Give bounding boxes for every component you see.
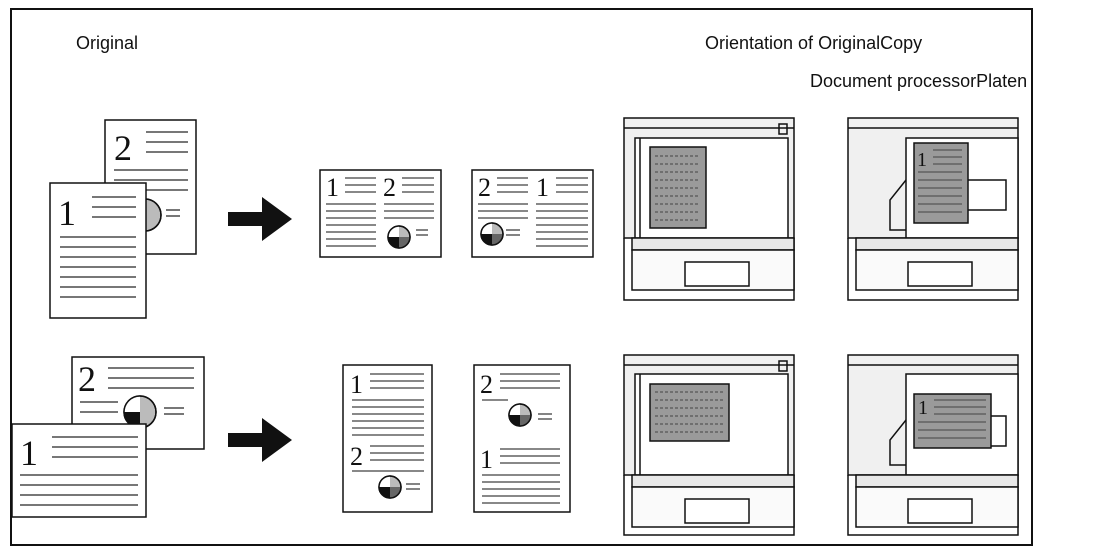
original-in-feeder xyxy=(913,142,969,224)
arrow-right-icon xyxy=(228,418,292,462)
copy-landscape-2-1: 2 1 xyxy=(471,169,594,258)
original-page-1-landscape: 1 xyxy=(11,423,147,518)
page-number-1: 1 xyxy=(58,193,76,233)
svg-text:1: 1 xyxy=(350,370,363,399)
copy-portrait-1-over-2: 1 2 xyxy=(342,364,433,513)
scanner-platen-top: 1 xyxy=(847,117,1019,301)
svg-text:1: 1 xyxy=(918,397,928,419)
original-in-feeder xyxy=(913,393,992,449)
document-processor-platen-label: Document processorPlaten xyxy=(810,71,1028,91)
orientation-label: Orientation of OriginalCopy xyxy=(705,33,923,53)
diagram-frame xyxy=(10,8,1033,546)
svg-text:2: 2 xyxy=(480,370,493,399)
copy-landscape-1-2: 1 2 xyxy=(319,169,442,258)
scanner-platen-bottom: 1 xyxy=(847,354,1019,536)
page-number-2: 2 xyxy=(114,128,132,168)
copy-portrait-2-over-1: 2 1 xyxy=(473,364,571,513)
svg-text:2: 2 xyxy=(478,173,491,202)
svg-text:1: 1 xyxy=(480,445,493,474)
scanner-document-processor-top xyxy=(623,117,795,301)
svg-text:2: 2 xyxy=(78,359,96,399)
svg-text:2: 2 xyxy=(383,173,396,202)
original-label: Original xyxy=(76,33,139,53)
original-page-2-portrait: 2 xyxy=(104,119,197,255)
svg-text:1: 1 xyxy=(326,173,339,202)
original-page-1-portrait: 1 xyxy=(49,182,147,319)
svg-text:1: 1 xyxy=(536,173,549,202)
arrow-right-icon xyxy=(228,197,292,241)
svg-text:2: 2 xyxy=(350,442,363,471)
scanner-document-processor-bottom xyxy=(623,354,795,536)
svg-text:1: 1 xyxy=(20,433,38,473)
svg-text:1: 1 xyxy=(917,149,927,171)
